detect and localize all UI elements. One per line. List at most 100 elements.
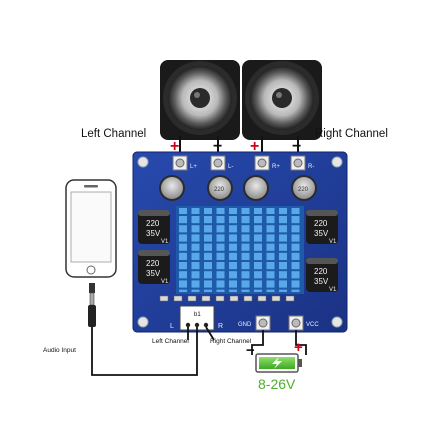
heatsink-fin <box>191 208 200 292</box>
battery-minus-sign: − <box>246 342 255 359</box>
silk-in-r: R <box>218 323 223 330</box>
heatsink-notch <box>254 287 262 290</box>
smd-part <box>285 295 295 302</box>
audio-input-label: Audio Input <box>43 347 76 354</box>
heatsink-notch <box>179 260 187 262</box>
heatsink-notch <box>179 241 187 244</box>
heatsink-fin <box>291 208 300 292</box>
silk-l-plus: L+ <box>190 164 197 170</box>
heatsink-notch <box>204 232 212 235</box>
heatsink-fin <box>216 208 225 292</box>
heatsink-notch <box>266 214 275 216</box>
large-capacitor-top-right <box>306 210 338 244</box>
heatsink-notch <box>204 260 212 262</box>
heatsink-notch <box>179 287 187 290</box>
cap-tl-series: V1 <box>161 239 169 245</box>
heatsink-notch <box>191 214 200 216</box>
heatsink-notch <box>291 260 300 262</box>
heatsink-fin <box>266 208 275 292</box>
smd-part <box>201 295 211 302</box>
heatsink-notch <box>254 241 262 244</box>
heatsink-notch <box>216 278 225 281</box>
heatsink <box>176 206 304 294</box>
heatsink-notch <box>179 269 187 272</box>
heatsink-notch <box>266 250 275 253</box>
heatsink-notch <box>204 250 212 253</box>
heatsink-notch <box>204 278 212 281</box>
heatsink-notch <box>266 241 275 244</box>
heatsink-notch <box>204 223 212 226</box>
silk-r-plus: R+ <box>272 164 280 170</box>
cap-br-value: 220 <box>314 267 328 276</box>
heatsink-notch <box>266 278 275 281</box>
heatsink-notch <box>279 214 287 216</box>
heatsink-notch <box>191 241 200 244</box>
heatsink-notch <box>179 223 187 226</box>
input-header-label: b1 <box>194 312 201 318</box>
cap-bl-value: 220 <box>146 259 160 268</box>
smartphone-icon <box>65 179 117 278</box>
smd-part <box>229 295 239 302</box>
heatsink-notch <box>279 260 287 262</box>
heatsink-notch <box>191 260 200 262</box>
smd-part <box>159 295 169 302</box>
heatsink-notch <box>229 241 237 244</box>
left-channel-label: Left Channel <box>81 128 146 140</box>
heatsink-notch <box>291 223 300 226</box>
right-channel-label: Right Channel <box>315 128 388 140</box>
heatsink-notch <box>254 250 262 253</box>
heatsink-notch <box>216 232 225 235</box>
heatsink-notch <box>216 269 225 272</box>
smd-part <box>243 295 253 302</box>
cap-label-1: 220 <box>214 187 225 193</box>
right-plus-sign: + <box>250 138 259 155</box>
cap-tr-series: V1 <box>329 239 337 245</box>
large-capacitor-bottom-left <box>138 250 170 284</box>
heatsink-notch <box>191 278 200 281</box>
heatsink-notch <box>229 278 237 281</box>
heatsink-notch <box>179 232 187 235</box>
heatsink-notch <box>241 260 250 262</box>
cap-label-2: 220 <box>298 187 309 193</box>
heatsink-notch <box>179 250 187 253</box>
right-speaker <box>242 60 322 140</box>
heatsink-notch <box>229 260 237 262</box>
heatsink-notch <box>254 260 262 262</box>
heatsink-notch <box>266 260 275 262</box>
heatsink-notch <box>241 223 250 226</box>
heatsink-notch <box>254 278 262 281</box>
heatsink-notch <box>204 241 212 244</box>
heatsink-notch <box>279 241 287 244</box>
heatsink-notch <box>241 269 250 272</box>
heatsink-notch <box>279 278 287 281</box>
smd-part <box>215 295 225 302</box>
heatsink-notch <box>279 232 287 235</box>
speaker-terminals <box>172 155 306 171</box>
battery-plus-sign: + <box>294 339 303 356</box>
heatsink-notch <box>241 278 250 281</box>
smd-part <box>187 295 197 302</box>
cap-tl-value: 220 <box>146 219 160 228</box>
heatsink-notch <box>241 241 250 244</box>
left-minus-sign: − <box>213 138 222 155</box>
input-right-channel-label: Right Channel <box>210 338 252 345</box>
heatsink-fin <box>279 208 287 292</box>
heatsink-notch <box>216 250 225 253</box>
heatsink-notch <box>216 241 225 244</box>
heatsink-notch <box>241 214 250 216</box>
heatsink-notch <box>204 269 212 272</box>
heatsink-fin <box>241 208 250 292</box>
heatsink-notch <box>204 287 212 290</box>
battery-icon <box>255 353 302 373</box>
large-capacitor-bottom-right <box>306 258 338 292</box>
heatsink-notch <box>216 214 225 216</box>
heatsink-notch <box>204 214 212 216</box>
heatsink-notch <box>191 287 200 290</box>
silk-r-minus: R- <box>308 164 314 170</box>
heatsink-notch <box>291 287 300 290</box>
input-wires <box>91 325 215 376</box>
heatsink-notch <box>229 223 237 226</box>
heatsink-notch <box>291 278 300 281</box>
heatsink-fin <box>229 208 237 292</box>
